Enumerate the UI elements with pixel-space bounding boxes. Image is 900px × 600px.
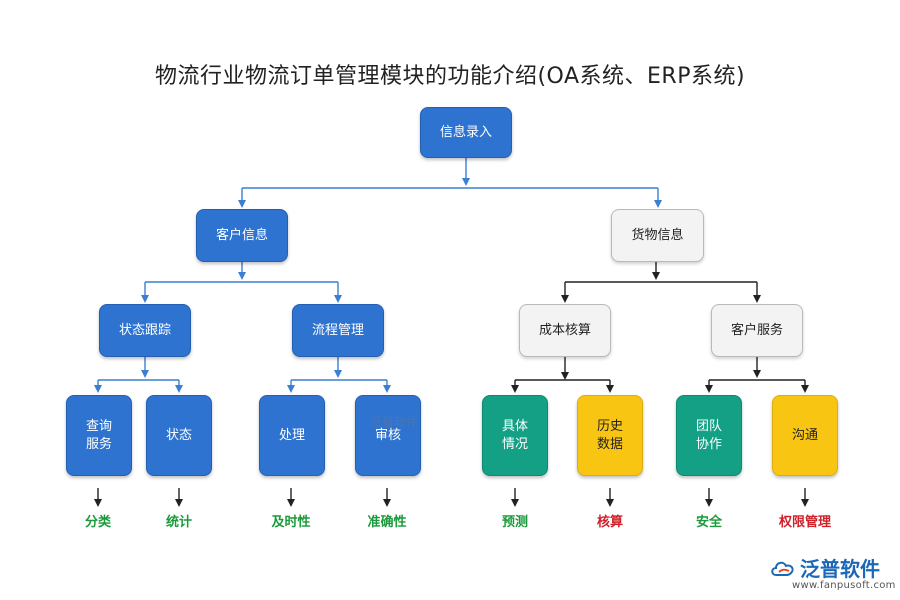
label-accuracy: 准确性 bbox=[367, 515, 407, 530]
node-status-tracking: 状态跟踪 bbox=[99, 304, 191, 357]
watermark: 泛普软件 bbox=[370, 415, 419, 429]
node-cost-accounting: 成本核算 bbox=[519, 304, 611, 357]
node-customer-info: 客户信息 bbox=[196, 209, 288, 262]
logo-url: www.fanpusoft.com bbox=[792, 580, 896, 591]
logo-name: 泛普软件 bbox=[800, 557, 880, 581]
node-handle: 处理 bbox=[259, 395, 325, 476]
node-communication: 沟通 bbox=[772, 395, 838, 476]
node-history-data: 历史 数据 bbox=[577, 395, 643, 476]
node-info-entry: 信息录入 bbox=[420, 107, 512, 158]
label-audit: 核算 bbox=[596, 515, 623, 530]
cloud-logo-icon bbox=[771, 561, 794, 576]
node-details: 具体 情况 bbox=[482, 395, 548, 476]
label-security: 安全 bbox=[695, 515, 722, 530]
node-goods-info: 货物信息 bbox=[611, 209, 704, 262]
node-query-service: 查询 服务 bbox=[66, 395, 132, 476]
label-forecast: 预测 bbox=[501, 515, 528, 530]
node-status: 状态 bbox=[146, 395, 212, 476]
node-review: 审核 bbox=[355, 395, 421, 476]
page-title: 物流行业物流订单管理模块的功能介绍(OA系统、ERP系统) bbox=[154, 64, 746, 89]
node-process-mgmt: 流程管理 bbox=[292, 304, 384, 357]
label-statistics: 统计 bbox=[165, 515, 192, 530]
node-customer-service: 客户服务 bbox=[711, 304, 803, 357]
label-permission: 权限管理 bbox=[778, 515, 831, 530]
brand-logo: 泛普软件 bbox=[770, 553, 880, 582]
label-timeliness: 及时性 bbox=[271, 515, 311, 530]
node-team-collab: 团队 协作 bbox=[676, 395, 742, 476]
label-classify: 分类 bbox=[84, 515, 111, 530]
